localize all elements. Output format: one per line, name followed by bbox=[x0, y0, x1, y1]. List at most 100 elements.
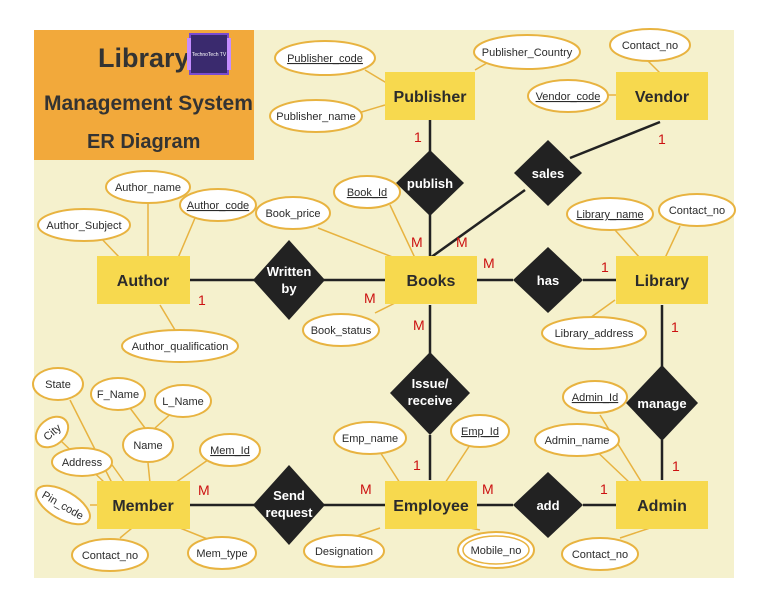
attribute-label: Mobile_no bbox=[471, 545, 522, 557]
entity-vendor[interactable]: Vendor bbox=[616, 72, 708, 120]
entities: Publisher Vendor Author Books Library Me… bbox=[97, 72, 708, 529]
relationship-label: Send bbox=[273, 488, 305, 503]
attribute-label: Contact_no bbox=[669, 205, 725, 217]
attribute-author-code[interactable]: Author_code bbox=[179, 188, 257, 222]
cardinality-author-written: 1 bbox=[198, 292, 206, 308]
attribute-label: Contact_no bbox=[572, 549, 628, 561]
relationship-label-line-2: by bbox=[281, 281, 297, 296]
cardinality-books-publish: M bbox=[411, 234, 423, 250]
attribute-label: Contact_no bbox=[622, 40, 678, 52]
entity-label: Author bbox=[117, 273, 169, 290]
attribute-mem-type[interactable]: Mem_type bbox=[187, 536, 257, 570]
relationship-written-by[interactable]: Written by bbox=[253, 240, 325, 320]
attribute-admin-id[interactable]: Admin_Id bbox=[562, 380, 628, 414]
attribute-designation[interactable]: Designation bbox=[303, 534, 385, 568]
entity-employee[interactable]: Employee bbox=[385, 481, 477, 529]
attribute-address[interactable]: Address bbox=[51, 447, 113, 477]
entity-member[interactable]: Member bbox=[97, 481, 190, 529]
cardinality-employee-send: M bbox=[360, 481, 372, 497]
title-line-2: Management System bbox=[44, 92, 253, 115]
attribute-label: F_Name bbox=[97, 389, 139, 401]
attribute-book-status[interactable]: Book_status bbox=[302, 313, 380, 347]
cardinality-books-has: M bbox=[483, 255, 495, 271]
relationship-add[interactable]: add bbox=[513, 472, 583, 538]
attribute-publisher-name[interactable]: Publisher_name bbox=[269, 99, 363, 133]
entity-admin[interactable]: Admin bbox=[616, 481, 708, 529]
line-sales-vendor bbox=[569, 120, 661, 160]
entity-label: Vendor bbox=[635, 89, 689, 106]
attribute-label: Emp_Id bbox=[461, 426, 499, 438]
cardinality-admin-add: 1 bbox=[600, 481, 608, 497]
attribute-label: Address bbox=[62, 457, 103, 469]
relationship-label: Issue/ bbox=[412, 376, 449, 391]
attribute-book-id[interactable]: Book_Id bbox=[333, 175, 401, 209]
attribute-library-contact-no[interactable]: Contact_no bbox=[658, 193, 736, 227]
relationship-publish[interactable]: publish bbox=[396, 150, 464, 216]
attribute-f-name[interactable]: F_Name bbox=[90, 377, 146, 411]
relationship-sales[interactable]: sales bbox=[514, 140, 582, 206]
attribute-publisher-code[interactable]: Publisher_code bbox=[274, 40, 376, 76]
attribute-label: Contact_no bbox=[82, 550, 138, 562]
attribute-vendor-code[interactable]: Vendor_code bbox=[527, 79, 609, 113]
attribute-city[interactable]: City bbox=[30, 410, 74, 453]
attribute-member-contact-no[interactable]: Contact_no bbox=[71, 538, 149, 572]
logo-text: TechnoTech TV bbox=[192, 52, 227, 58]
entity-label: Publisher bbox=[394, 89, 467, 106]
attributes: Publisher_code Publisher_name Publisher_… bbox=[30, 28, 736, 572]
attribute-publisher-country[interactable]: Publisher_Country bbox=[473, 34, 581, 70]
line-books-sales bbox=[429, 188, 526, 260]
attribute-mem-id[interactable]: Mem_Id bbox=[199, 433, 261, 467]
attribute-emp-name[interactable]: Emp_name bbox=[333, 421, 407, 455]
relationship-label-line-2: request bbox=[266, 505, 314, 520]
entity-publisher[interactable]: Publisher bbox=[385, 72, 475, 120]
entity-author[interactable]: Author bbox=[97, 256, 190, 304]
attribute-label: Book_status bbox=[311, 325, 372, 337]
relationship-issue-receive[interactable]: Issue/ receive bbox=[390, 352, 470, 435]
attribute-emp-id[interactable]: Emp_Id bbox=[450, 414, 510, 448]
attribute-author-subject[interactable]: Author_Subject bbox=[37, 208, 131, 242]
relationship-label: Written bbox=[267, 264, 312, 279]
attribute-book-price[interactable]: Book_price bbox=[255, 196, 331, 230]
attribute-name[interactable]: Name bbox=[122, 427, 174, 463]
attribute-label: L_Name bbox=[162, 396, 204, 408]
attribute-admin-contact-no[interactable]: Contact_no bbox=[561, 537, 639, 571]
attribute-library-address[interactable]: Library_address bbox=[541, 316, 647, 350]
attribute-label: Publisher_code bbox=[287, 53, 363, 65]
attribute-l-name[interactable]: L_Name bbox=[154, 384, 212, 418]
relationship-label: publish bbox=[407, 176, 453, 191]
cardinality-admin-manage: 1 bbox=[672, 458, 680, 474]
entity-library[interactable]: Library bbox=[616, 256, 708, 304]
entity-label: Employee bbox=[393, 498, 469, 515]
attribute-label: Author_Subject bbox=[46, 220, 121, 232]
relationship-label: has bbox=[537, 273, 559, 288]
entity-label: Books bbox=[407, 273, 456, 290]
relationship-send-request[interactable]: Send request bbox=[253, 465, 325, 545]
attribute-library-name[interactable]: Library_name bbox=[566, 197, 654, 231]
relationship-label-line-2: receive bbox=[408, 393, 453, 408]
cardinality-labels: 1 M M 1 1 M M 1 M 1 1 1 M M M 1 bbox=[198, 129, 680, 498]
cardinality-vendor-sales: 1 bbox=[658, 131, 666, 147]
attribute-mobile-no[interactable]: Mobile_no bbox=[457, 531, 535, 569]
title-line-3: ER Diagram bbox=[87, 131, 200, 153]
attribute-author-name[interactable]: Author_name bbox=[105, 170, 191, 204]
attribute-vendor-contact-no[interactable]: Contact_no bbox=[609, 28, 691, 62]
connector-lines bbox=[190, 120, 664, 507]
relationship-manage[interactable]: manage bbox=[626, 365, 698, 441]
title-line-1: Library bbox=[98, 43, 190, 73]
relationship-has[interactable]: has bbox=[513, 247, 583, 313]
attribute-label: Library_address bbox=[555, 328, 634, 340]
attribute-label: Mem_type bbox=[196, 548, 247, 560]
attribute-label: Vendor_code bbox=[536, 91, 601, 103]
attribute-label: Emp_name bbox=[342, 433, 398, 445]
attribute-author-qualification[interactable]: Author_qualification bbox=[121, 329, 239, 363]
cardinality-employee-issue: 1 bbox=[413, 457, 421, 473]
entity-label: Admin bbox=[637, 498, 687, 515]
entity-label: Library bbox=[635, 273, 689, 290]
attribute-admin-name[interactable]: Admin_name bbox=[534, 423, 620, 457]
attribute-label: Admin_name bbox=[545, 435, 610, 447]
entity-books[interactable]: Books bbox=[385, 256, 477, 304]
attribute-state[interactable]: State bbox=[32, 367, 84, 401]
cardinality-books-sales: M bbox=[456, 234, 468, 250]
